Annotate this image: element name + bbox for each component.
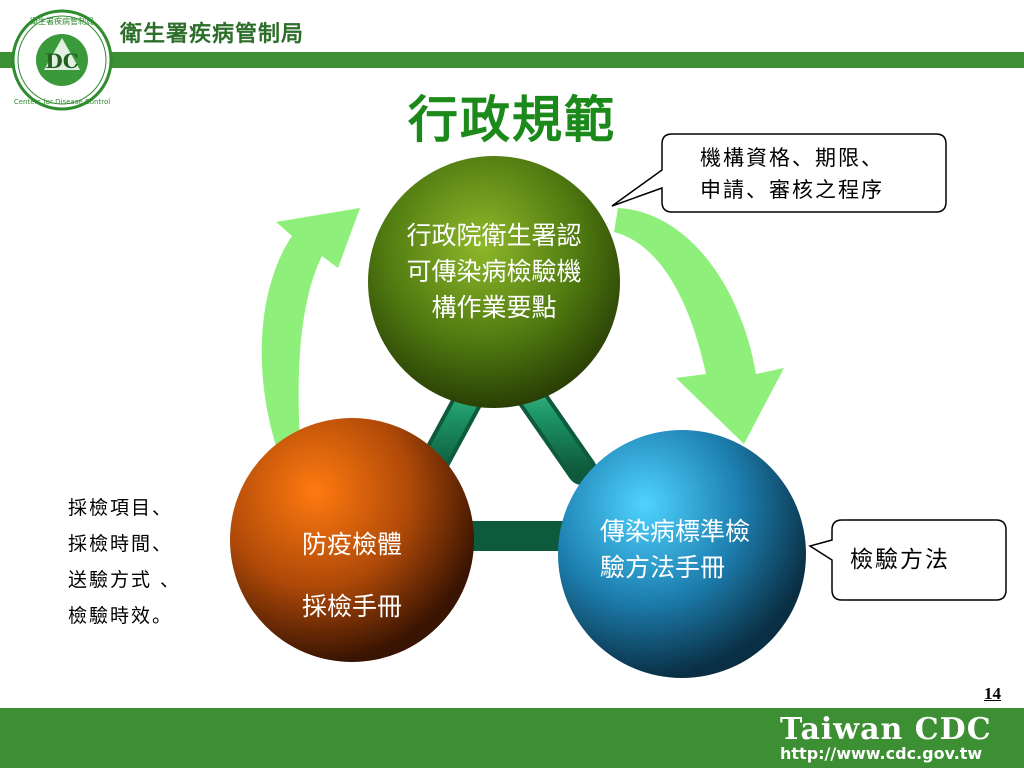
slide-title: 行政規範 xyxy=(408,90,616,149)
footer-brand: Taiwan CDC xyxy=(780,712,992,747)
callout-line: 申請、審核之程序 xyxy=(700,178,884,202)
circle-right-label: 傳染病標準檢 驗方法手冊 xyxy=(600,514,810,586)
left-note: 採檢項目、 採檢時間、 送驗方式 、 檢驗時效。 xyxy=(68,490,181,634)
circle-left xyxy=(230,418,474,662)
logo-ring-bottom: Centers for Disease Control xyxy=(14,98,110,106)
circle-top-line: 行政院衛生署認 xyxy=(406,221,582,250)
circle-right xyxy=(558,430,806,678)
callout-top-right: 機構資格、期限、 申請、審核之程序 xyxy=(700,142,884,206)
cycle-arrow-left xyxy=(261,208,360,446)
left-note-line: 檢驗時效。 xyxy=(68,605,174,627)
left-note-line: 採檢項目、 xyxy=(68,497,174,519)
footer-bar xyxy=(0,708,1024,768)
circle-right-line: 驗方法手冊 xyxy=(600,553,726,582)
left-note-line: 採檢時間、 xyxy=(68,533,174,555)
circle-left-label: 防疫檢體 採檢手冊 xyxy=(262,514,442,638)
circle-right-line: 傳染病標準檢 xyxy=(600,517,751,546)
callout-top-right-shape xyxy=(611,133,947,213)
footer-url: http://www.cdc.gov.tw xyxy=(780,744,983,763)
header-bar xyxy=(0,52,1024,68)
cycle-arrow-right xyxy=(614,208,784,444)
callout-line: 機構資格、期限、 xyxy=(700,146,884,170)
left-note-line: 送驗方式 、 xyxy=(68,569,182,591)
callout-line: 檢驗方法 xyxy=(850,547,950,573)
logo-letters: DC xyxy=(45,49,78,73)
circle-top-label: 行政院衛生署認 可傳染病檢驗機 構作業要點 xyxy=(378,218,610,326)
circle-left-line: 採檢手冊 xyxy=(301,592,402,621)
logo-ring-top: 衛生署疾病管制局 xyxy=(30,16,94,26)
circle-top xyxy=(368,156,620,408)
callout-right: 檢驗方法 xyxy=(850,544,950,576)
cdc-logo: DC 衛生署疾病管制局 Centers for Disease Control xyxy=(11,9,113,111)
page-number: 14 xyxy=(984,684,1001,703)
org-name: 衛生署疾病管制局 xyxy=(120,22,305,47)
circle-left-line: 防疫檢體 xyxy=(301,530,402,559)
circle-top-line: 可傳染病檢驗機 xyxy=(406,257,582,286)
circle-top-line: 構作業要點 xyxy=(431,293,557,322)
callout-right-shape xyxy=(808,519,1007,601)
